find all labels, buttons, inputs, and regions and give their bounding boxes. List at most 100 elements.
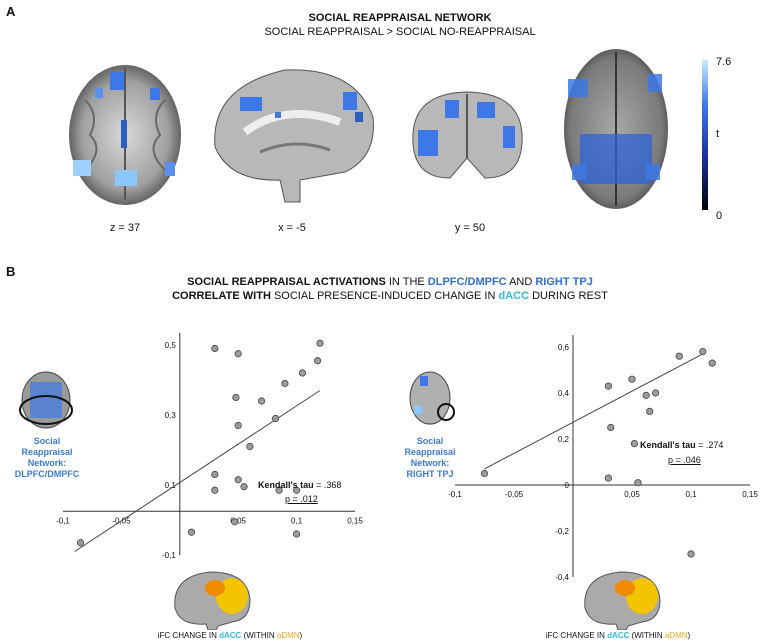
stat-value: = .368 bbox=[313, 480, 342, 490]
regression-line bbox=[74, 390, 321, 552]
data-point bbox=[314, 357, 322, 365]
title-dacc: dACC bbox=[498, 290, 530, 302]
data-point bbox=[675, 352, 683, 360]
x-tick-label: 0,1 bbox=[291, 516, 303, 525]
y-tick-label: -0,2 bbox=[555, 527, 569, 536]
data-point bbox=[234, 350, 242, 358]
x-tick-label: 0,05 bbox=[624, 490, 640, 499]
y-tick-label: 0 bbox=[565, 481, 570, 490]
dlpfc-network-brain-icon bbox=[19, 371, 73, 429]
title-part: SOCIAL PRESENCE-INDUCED CHANGE IN bbox=[270, 290, 499, 302]
data-point bbox=[607, 423, 615, 432]
data-point bbox=[628, 375, 636, 383]
data-point bbox=[231, 518, 239, 526]
xlabel-part: (WITHIN bbox=[629, 631, 665, 640]
panel-b-title-line2: CORRELATE WITH SOCIAL PRESENCE-INDUCED C… bbox=[130, 290, 650, 302]
xlabel-admn: aDMN bbox=[664, 631, 688, 640]
sagittal-brain-image bbox=[214, 69, 374, 203]
net-label-line: Network: bbox=[410, 458, 450, 468]
axial-brain-image bbox=[69, 65, 181, 205]
y-tick-label: 0,3 bbox=[165, 411, 177, 420]
x-tick-label: 0,05 bbox=[230, 516, 246, 525]
colorbar-min: 0 bbox=[716, 210, 723, 222]
slice-label-z: z = 37 bbox=[109, 222, 141, 234]
x-tick-label: 0,15 bbox=[347, 516, 363, 525]
left-network-label: Social Reappraisal Network: DLPFC/DMPFC bbox=[2, 436, 92, 480]
xlabel-dacc: dACC bbox=[607, 631, 630, 640]
panel-b-letter: B bbox=[6, 264, 16, 279]
data-point bbox=[281, 379, 289, 388]
data-point bbox=[630, 440, 638, 448]
data-point bbox=[240, 483, 248, 491]
colorbar-label: t bbox=[716, 128, 720, 140]
data-point bbox=[708, 359, 716, 367]
data-point bbox=[316, 339, 324, 347]
net-label-line: DLPFC/DMPFC bbox=[14, 469, 80, 479]
y-tick-label: 0,5 bbox=[165, 341, 177, 350]
y-tick-label: 0,4 bbox=[558, 389, 570, 398]
xlabel-part: (WITHIN bbox=[241, 631, 277, 640]
right-x-axis-title: iFC CHANGE IN dACC (WITHIN aDMN) bbox=[518, 631, 718, 640]
stat-label: Kendall's tau bbox=[640, 440, 696, 450]
data-point bbox=[699, 348, 707, 356]
slice-label-y: y = 50 bbox=[454, 222, 486, 234]
data-point bbox=[298, 369, 307, 377]
data-point bbox=[271, 414, 280, 423]
data-point bbox=[211, 470, 219, 479]
title-part: SOCIAL REAPPRAISAL ACTIVATIONS bbox=[187, 276, 386, 288]
left-scatter-plot: -0,1-0,050,050,10,150,50,30,1-0,1 bbox=[56, 333, 363, 560]
data-point bbox=[76, 539, 85, 547]
stat-value: = .274 bbox=[695, 440, 724, 450]
data-point bbox=[634, 479, 642, 487]
net-label-line: Social bbox=[416, 436, 444, 446]
data-point bbox=[480, 469, 489, 478]
data-point bbox=[293, 486, 301, 494]
panel-a-subtitle: SOCIAL REAPPRAISAL > SOCIAL NO-REAPPRAIS… bbox=[264, 26, 536, 38]
x-tick-label: -0,05 bbox=[505, 490, 524, 499]
data-point bbox=[687, 550, 695, 558]
data-point bbox=[246, 442, 254, 451]
data-point bbox=[652, 389, 660, 397]
regression-line bbox=[484, 353, 704, 470]
data-point bbox=[234, 421, 242, 430]
data-point bbox=[604, 474, 612, 482]
net-label-line: Reappraisal bbox=[404, 447, 456, 457]
title-dlpfc: DLPFC/DMPFC bbox=[427, 276, 507, 288]
xlabel-part: ) bbox=[687, 631, 691, 640]
data-point bbox=[232, 393, 240, 402]
title-part: AND bbox=[506, 276, 536, 288]
data-point bbox=[211, 344, 219, 353]
title-tpj: RIGHT TPJ bbox=[535, 276, 593, 288]
title-part: CORRELATE WITH bbox=[172, 290, 271, 302]
x-tick-label: 0,15 bbox=[742, 490, 758, 499]
left-dacc-brain-icon bbox=[174, 571, 251, 630]
xlabel-part: ) bbox=[299, 631, 303, 640]
xlabel-dacc: dACC bbox=[219, 631, 242, 640]
net-label-line: Social bbox=[33, 436, 61, 446]
y-tick-label: 0,1 bbox=[165, 481, 177, 490]
right-dacc-brain-icon bbox=[584, 571, 661, 630]
net-label-line: RIGHT TPJ bbox=[406, 469, 454, 479]
x-tick-label: 0,1 bbox=[685, 490, 697, 499]
right-stat: Kendall's tau = .274 bbox=[640, 440, 723, 450]
x-tick-label: -0,1 bbox=[56, 516, 70, 525]
tpj-network-brain-icon bbox=[409, 371, 455, 425]
y-tick-label: 0,2 bbox=[558, 435, 570, 444]
data-point bbox=[293, 530, 301, 538]
xlabel-part: iFC CHANGE IN bbox=[545, 631, 608, 640]
3d-brain-render bbox=[564, 49, 668, 209]
net-label-line: Network: bbox=[27, 458, 67, 468]
y-tick-label: 0,6 bbox=[558, 343, 570, 352]
title-part: IN THE bbox=[385, 276, 428, 288]
data-point bbox=[211, 486, 219, 494]
data-point bbox=[257, 397, 266, 405]
slice-label-x: x = -5 bbox=[278, 222, 306, 234]
coronal-brain-image bbox=[412, 91, 523, 179]
left-x-axis-title: iFC CHANGE IN dACC (WITHIN aDMN) bbox=[130, 631, 330, 640]
net-label-line: Reappraisal bbox=[21, 447, 73, 457]
panel-a-letter: A bbox=[6, 4, 16, 19]
right-network-label: Social Reappraisal Network: RIGHT TPJ bbox=[387, 436, 473, 480]
data-point bbox=[604, 382, 612, 390]
xlabel-admn: aDMN bbox=[276, 631, 300, 640]
